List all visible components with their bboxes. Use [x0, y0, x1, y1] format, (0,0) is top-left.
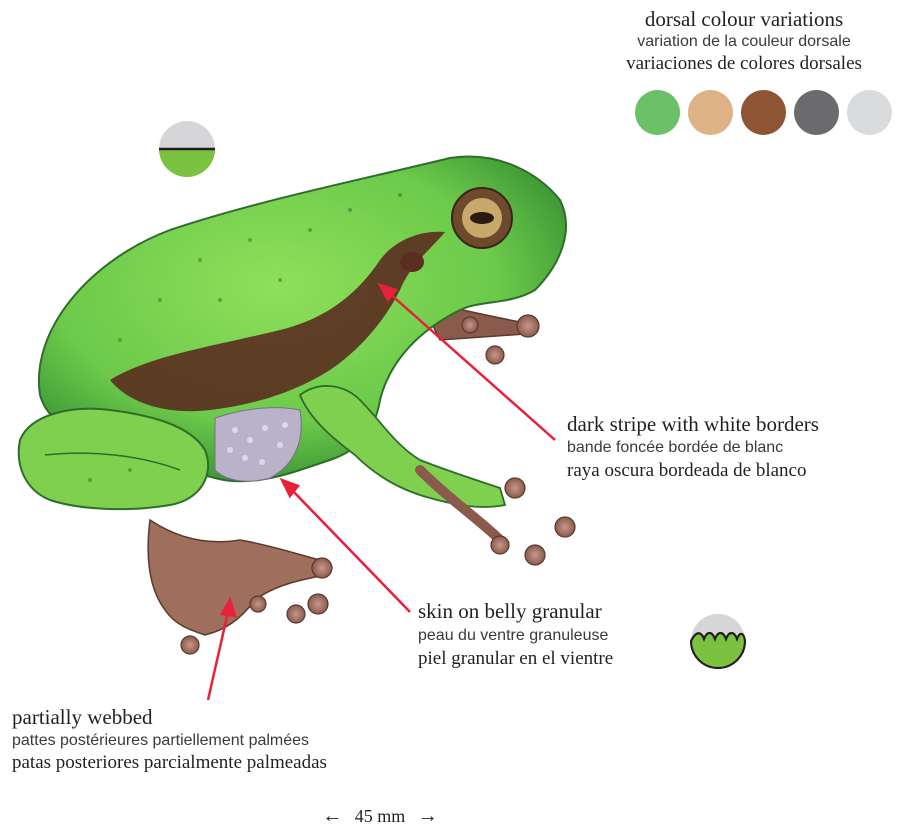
webbed-label-en: partially webbed	[12, 703, 327, 731]
stripe-label-en: dark stripe with white borders	[567, 410, 819, 438]
colour-variations-block: dorsal colour variations variation de la…	[594, 6, 894, 135]
scale-text: 45 mm	[355, 806, 406, 826]
belly-label-es: piel granular en el vientre	[418, 647, 613, 671]
eye	[452, 188, 512, 248]
scale-right-arrow: →	[418, 805, 438, 827]
webbed-label-fr: pattes postérieures partiellement palmée…	[12, 731, 327, 751]
swatch-green	[635, 90, 680, 135]
colour-title-es: variaciones de colores dorsales	[594, 52, 894, 76]
stripe-arrow	[380, 285, 555, 440]
stripe-label: dark stripe with white borders bande fon…	[567, 410, 819, 484]
granular-skin-icon	[690, 613, 746, 674]
belly-label-fr: peau du ventre granuleuse	[418, 625, 613, 647]
stripe-label-es: raya oscura bordeada de blanco	[567, 458, 819, 484]
swatch-tan	[688, 90, 733, 135]
webbed-label: partially webbed pattes postérieures par…	[12, 703, 327, 775]
swatch-dark-grey	[794, 90, 839, 135]
scale-left-arrow: ←	[322, 805, 342, 827]
webbed-label-es: patas posteriores parcialmente palmeadas	[12, 751, 327, 775]
tympanum	[400, 252, 424, 272]
front-toes	[491, 478, 575, 565]
colour-title-en: dorsal colour variations	[594, 6, 894, 32]
stripe-label-fr: bande foncée bordée de blanc	[567, 438, 819, 458]
belly-label: skin on belly granular peau du ventre gr…	[418, 597, 613, 671]
belly-arrow	[282, 480, 410, 612]
swatch-brown	[741, 90, 786, 135]
arboreal-habitat-icon	[158, 120, 216, 183]
colour-title-fr: variation de la couleur dorsale	[594, 32, 894, 52]
scale-bar: ← 45 mm →	[300, 805, 460, 828]
belly-label-en: skin on belly granular	[418, 597, 613, 625]
colour-swatches	[594, 90, 894, 135]
swatch-light-grey	[847, 90, 892, 135]
